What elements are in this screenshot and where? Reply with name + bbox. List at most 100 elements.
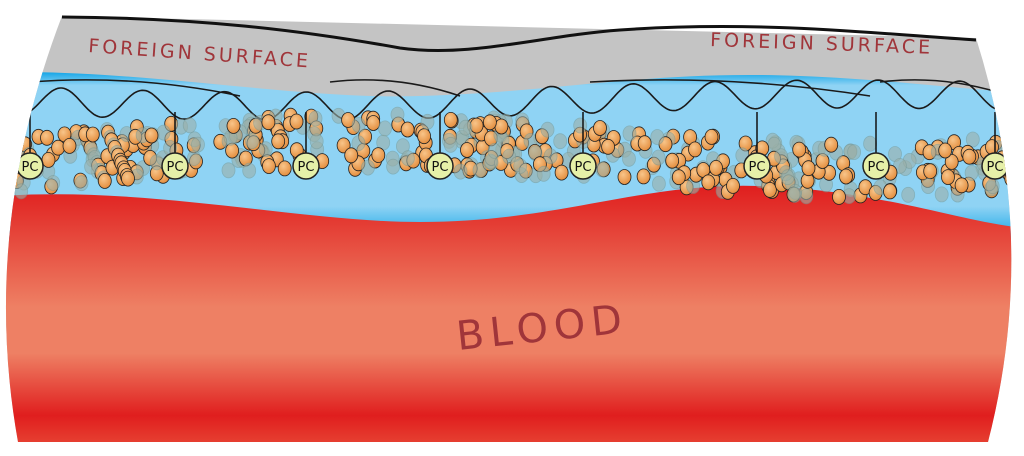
protein-sphere [5, 152, 15, 169]
protein-sphere [5, 142, 11, 158]
pc-label: PC [22, 160, 39, 175]
protein-sphere [665, 152, 680, 169]
protein-sphere [921, 178, 935, 195]
protein-sphere [801, 160, 816, 177]
protein-sphere [14, 183, 29, 200]
protein-sphere [245, 133, 259, 150]
protein-sphere [954, 177, 969, 194]
pc-circle [161, 152, 189, 180]
protein-sphere [5, 140, 10, 157]
protein-sphere [965, 131, 980, 148]
protein-sphere [944, 153, 959, 170]
pc-label: PC [868, 160, 885, 175]
protein-sphere [156, 124, 171, 141]
pc-label: PC [575, 160, 592, 175]
protein-sphere [309, 133, 324, 150]
polymer-backbone [329, 79, 461, 97]
protein-sphere [622, 150, 636, 167]
pc-circle [743, 152, 771, 180]
protein-sphere [191, 136, 205, 153]
protein-sphere [336, 137, 351, 154]
protein-sphere [361, 159, 375, 176]
pc-label: PC [167, 160, 184, 175]
protein-sphere [536, 165, 551, 182]
protein-sphere [1008, 181, 1012, 198]
polymer-backbone [589, 79, 871, 97]
protein-sphere [41, 151, 56, 168]
protein-sphere [554, 164, 569, 181]
protein-sphere [417, 128, 432, 145]
protein-sphere [351, 135, 366, 152]
protein-sphere [84, 158, 98, 175]
protein-sphere [494, 118, 509, 135]
protein-sphere [709, 159, 723, 176]
protein-sphere [221, 162, 236, 179]
protein-sphere [5, 164, 11, 180]
protein-sphere [308, 110, 323, 127]
protein-spheres [5, 106, 1024, 205]
protein-sphere [601, 138, 615, 155]
pc-circle [426, 152, 454, 180]
protein-sphere [5, 171, 16, 188]
protein-sphere [242, 162, 257, 179]
protein-sphere [5, 161, 19, 178]
pc-label: PC [749, 160, 766, 175]
protein-sphere [443, 136, 458, 153]
protein-sphere [780, 169, 795, 186]
protein-sphere [650, 129, 665, 145]
protein-sphere [1004, 170, 1012, 187]
protein-sphere [5, 152, 10, 169]
protein-sphere [934, 186, 949, 203]
protein-sphere [390, 106, 405, 123]
protein-sphere [617, 169, 632, 185]
protein-sphere [74, 175, 89, 192]
polymer-backbone [29, 79, 241, 97]
protein-sphere [1016, 141, 1024, 156]
protein-sphere [5, 184, 11, 201]
protein-sphere [1007, 165, 1012, 182]
protein-sphere [726, 177, 740, 194]
protein-sphere [962, 148, 977, 165]
protein-sphere [344, 147, 359, 164]
protein-sphere [701, 174, 716, 191]
protein-sphere [460, 142, 474, 158]
pc-group: PC [743, 112, 771, 180]
protein-sphere [1005, 155, 1012, 172]
protein-sphere [400, 121, 415, 138]
protein-sphere [941, 169, 955, 186]
protein-sphere [261, 158, 276, 175]
protein-sphere [688, 141, 702, 158]
protein-sphere [400, 150, 415, 167]
protein-sphere [458, 119, 473, 136]
protein-sphere [487, 142, 502, 159]
protein-sphere [964, 164, 979, 181]
protein-sphere [386, 158, 401, 175]
protein-sphere [97, 172, 112, 189]
protein-sphere [40, 129, 54, 146]
protein-sphere [502, 148, 517, 165]
protein-sphere [540, 121, 555, 138]
protein-sphere [671, 169, 686, 186]
protein-sphere [453, 163, 468, 180]
protein-sphere [513, 158, 528, 175]
protein-sphere [652, 175, 666, 192]
protein-sphere [1016, 130, 1024, 145]
protein-sphere [553, 133, 568, 150]
protein-sphere [1011, 130, 1012, 147]
protein-sphere [901, 186, 916, 203]
protein-sphere [271, 133, 286, 150]
protein-sphere [482, 114, 497, 131]
pc-label: PC [987, 160, 1004, 175]
protein-sphere [923, 163, 938, 180]
protein-sphere [378, 120, 392, 137]
protein-sphere [187, 150, 201, 167]
protein-sphere [51, 139, 65, 156]
protein-sphere [289, 113, 304, 130]
pc-circle [292, 152, 320, 180]
pc-label: PC [432, 160, 449, 175]
pc-group: PC [569, 112, 597, 180]
pc-group: PC [862, 112, 890, 180]
pc-group: PC [426, 112, 454, 180]
protein-sphere [5, 156, 7, 173]
